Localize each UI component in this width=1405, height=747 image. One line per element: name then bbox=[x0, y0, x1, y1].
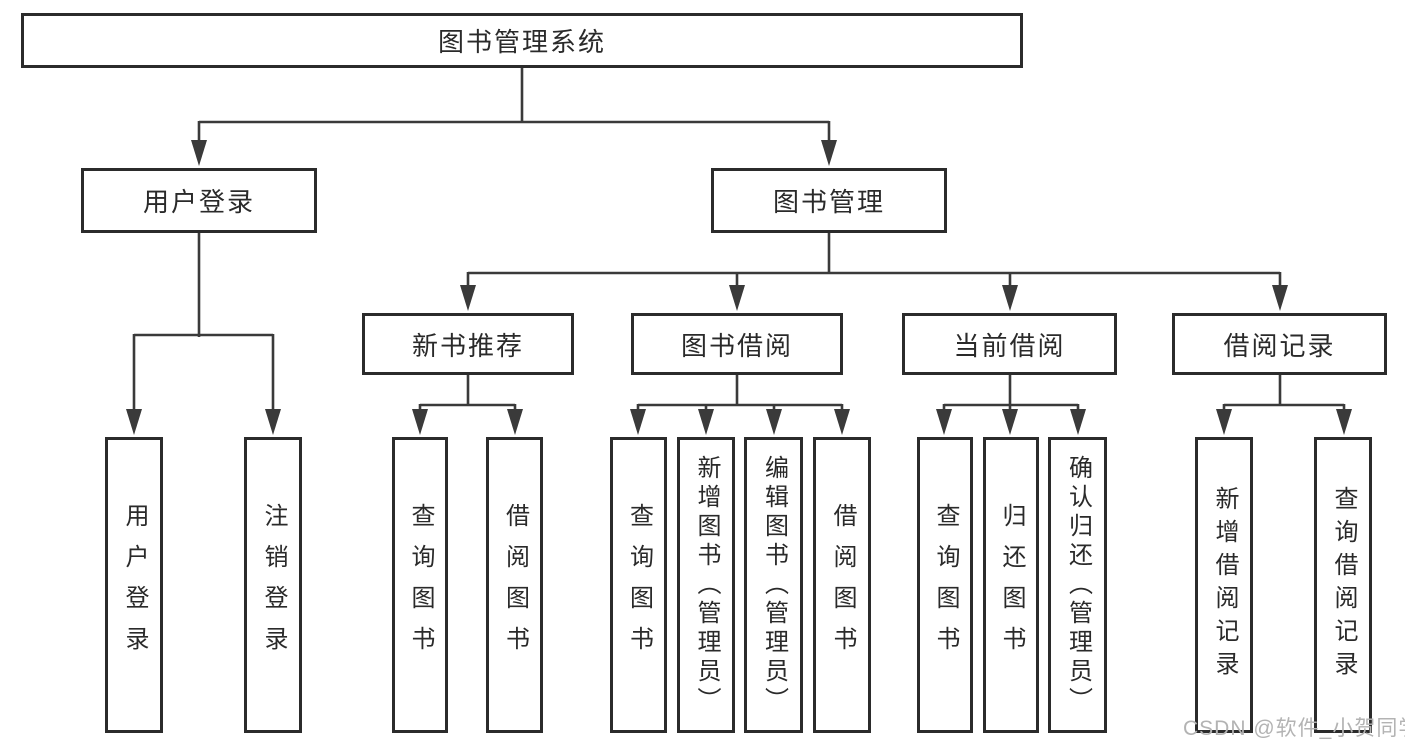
node-borrow-records: 借阅记录 bbox=[1172, 313, 1387, 375]
node-current-borrow-label: 当前借阅 bbox=[953, 330, 1066, 361]
leaf-borrow-books-2: 借阅图书 bbox=[813, 437, 871, 733]
node-current-borrow: 当前借阅 bbox=[902, 313, 1117, 375]
leaf-query-books-recommend-label: 查询图书 bbox=[407, 503, 434, 667]
leaf-add-book-admin: 新增图书（管理员） bbox=[677, 437, 735, 733]
leaf-borrow-books-2-label: 借阅图书 bbox=[829, 503, 856, 667]
leaf-borrow-books-recommend: 借阅图书 bbox=[486, 437, 543, 733]
leaf-confirm-return-admin: 确认归还（管理员） bbox=[1048, 437, 1107, 733]
leaf-edit-book-admin-label: 编辑图书（管理员） bbox=[760, 454, 788, 716]
node-user-login: 用户登录 bbox=[81, 168, 317, 233]
leaf-query-books-borrow: 查询图书 bbox=[610, 437, 667, 733]
leaf-user-login: 用户登录 bbox=[105, 437, 163, 733]
node-book-borrow-label: 图书借阅 bbox=[680, 330, 793, 361]
leaf-query-books-current: 查询图书 bbox=[917, 437, 973, 733]
node-book-management-label: 图书管理 bbox=[772, 187, 885, 217]
csdn-watermark: CSDN @软件_小贺同学 bbox=[1183, 717, 1405, 740]
leaf-logout-label: 注销登录 bbox=[260, 503, 287, 667]
leaf-edit-book-admin: 编辑图书（管理员） bbox=[744, 437, 803, 733]
leaf-query-borrow-record-label: 查询借阅记录 bbox=[1330, 486, 1357, 684]
leaf-add-borrow-record: 新增借阅记录 bbox=[1195, 437, 1253, 733]
node-user-login-label: 用户登录 bbox=[142, 187, 255, 217]
leaf-confirm-return-admin-label: 确认归还（管理员） bbox=[1064, 454, 1092, 716]
leaf-query-books-current-label: 查询图书 bbox=[932, 503, 959, 667]
node-root-label: 图书管理系统 bbox=[437, 27, 606, 57]
node-book-borrow: 图书借阅 bbox=[631, 313, 843, 375]
node-borrow-records-label: 借阅记录 bbox=[1223, 330, 1336, 361]
node-book-management: 图书管理 bbox=[711, 168, 947, 233]
node-new-book-recommend-label: 新书推荐 bbox=[411, 330, 524, 361]
leaf-user-login-label: 用户登录 bbox=[121, 503, 148, 667]
leaf-query-borrow-record: 查询借阅记录 bbox=[1314, 437, 1372, 733]
leaf-query-books-recommend: 查询图书 bbox=[392, 437, 448, 733]
leaf-return-books: 归还图书 bbox=[983, 437, 1039, 733]
node-root: 图书管理系统 bbox=[21, 13, 1023, 68]
leaf-query-books-borrow-label: 查询图书 bbox=[625, 503, 653, 667]
node-new-book-recommend: 新书推荐 bbox=[362, 313, 574, 375]
leaf-logout: 注销登录 bbox=[244, 437, 302, 733]
leaf-add-book-admin-label: 新增图书（管理员） bbox=[693, 454, 720, 716]
leaf-add-borrow-record-label: 新增借阅记录 bbox=[1211, 486, 1238, 684]
leaf-return-books-label: 归还图书 bbox=[998, 503, 1025, 667]
leaf-borrow-books-recommend-label: 借阅图书 bbox=[501, 503, 529, 667]
